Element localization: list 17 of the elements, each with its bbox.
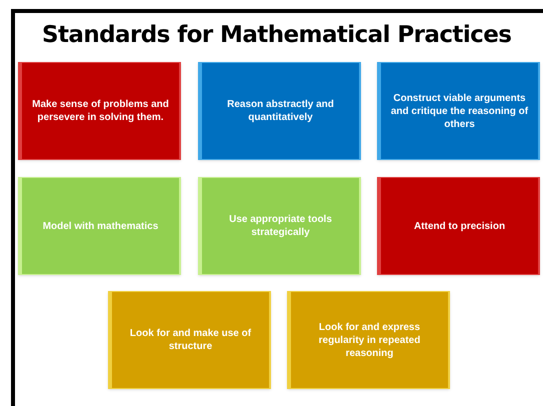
practice-text: Reason abstractly and quantitatively bbox=[226, 98, 335, 124]
practice-box bbox=[198, 62, 361, 160]
practice-box bbox=[18, 62, 181, 160]
practice-text: Make sense of problems and persevere in solving them. bbox=[31, 98, 170, 124]
practice-box bbox=[18, 177, 181, 275]
practice-text: Look for and make use of structure bbox=[128, 327, 252, 353]
practice-box bbox=[198, 177, 361, 275]
practice-text: Look for and express regularity in repeated reasoning bbox=[318, 320, 422, 360]
practice-text: Attend to precision bbox=[414, 220, 506, 232]
title: Standards for Mathematical Practices bbox=[42, 21, 512, 50]
practice-box bbox=[377, 177, 540, 275]
practice-text: Construct viable arguments and critique the reasoning of others bbox=[390, 92, 530, 130]
practice-box bbox=[108, 291, 271, 389]
practice-box bbox=[287, 291, 450, 389]
practice-text: Model with mathematics bbox=[42, 220, 158, 232]
practice-text: Use appropriate tools strategically bbox=[228, 213, 333, 239]
practice-box bbox=[377, 62, 540, 160]
